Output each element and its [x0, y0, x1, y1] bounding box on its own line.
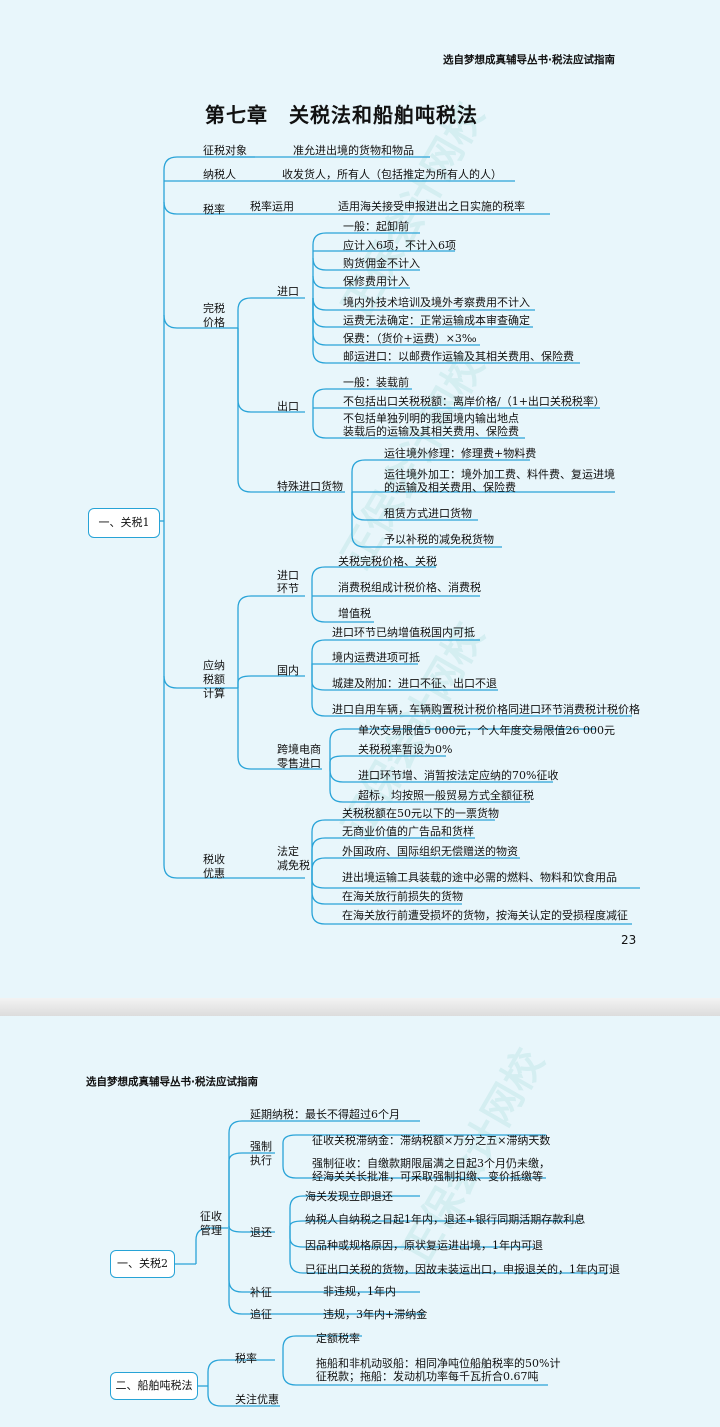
node-domestic: 国内 — [277, 664, 299, 677]
special-import-item: 运往境外加工：境外加工费、料件费、复运进境 — [384, 468, 615, 481]
node-import-stage-l2: 环节 — [277, 582, 299, 595]
import-item: 保费：（货价+运费）×3‰ — [343, 332, 477, 345]
node-tax-object-text: 准允进出境的货物和物品 — [293, 144, 414, 157]
node-tax-object: 征税对象 — [203, 144, 247, 157]
root-node-tariff-2: 一、关税2 — [110, 1250, 175, 1278]
node-cross-border-l1: 跨境电商 — [277, 743, 321, 756]
node-tax-calc-l1: 应纳 — [203, 659, 225, 672]
node-collection-mgmt-l2: 管理 — [200, 1224, 222, 1237]
special-import-item: 运往境外修理：修理费+物料费 — [384, 447, 537, 460]
tonnage-rate-item: 征税款；拖船：发动机功率每千瓦折合0.67吨 — [316, 1370, 539, 1383]
refund-item: 因品种或规格原因，原状复运进出境，1年内可退 — [305, 1239, 543, 1252]
import-item: 应计入6项，不计入6项 — [343, 239, 456, 252]
node-import: 进口 — [277, 285, 299, 298]
page-24: 正保会计网校 选自梦想成真辅导丛书·税法应试指南 一、关税2 征收 管理 延期纳… — [0, 1016, 720, 1427]
import-stage-item: 消费税组成计税价格、消费税 — [338, 581, 481, 594]
mindmap-connectors-2 — [173, 1120, 608, 1407]
import-item: 运费无法确定：正常运输成本审查确定 — [343, 314, 530, 327]
cross-border-item: 关税税率暂设为0% — [358, 743, 453, 756]
node-rate-application-text: 适用海关接受申报进出之日实施的税率 — [338, 200, 525, 213]
export-item: 一般：装载前 — [343, 376, 409, 389]
node-rate-application: 税率运用 — [250, 200, 294, 213]
node-export: 出口 — [277, 400, 299, 413]
node-enforcement-l2: 执行 — [250, 1154, 272, 1167]
import-item: 保修费用计入 — [343, 275, 409, 288]
node-cross-border-l2: 零售进口 — [277, 757, 321, 770]
import-item: 一般：起卸前 — [343, 220, 409, 233]
import-stage-item: 关税完税价格、关税 — [338, 555, 437, 568]
root-node-tariff-1: 一、关税1 — [88, 508, 160, 538]
supplementary-levy-text: 非违规，1年内 — [323, 1285, 396, 1298]
import-stage-item: 增值税 — [338, 607, 371, 620]
refund-item: 纳税人自纳税之日起1年内，退还+银行同期活期存款利息 — [305, 1213, 586, 1226]
cross-border-item: 超标，均按照一般贸易方式全额征税 — [358, 789, 534, 802]
node-incentives-note: 关注优惠 — [235, 1393, 279, 1406]
book-header: 选自梦想成真辅导丛书·税法应试指南 — [86, 1076, 258, 1088]
special-import-item: 的运输及相关费用、保险费 — [384, 481, 516, 494]
node-tax-incentive-l2: 优惠 — [203, 867, 225, 880]
cross-border-item: 单次交易限值5 000元，个人年度交易限值26 000元 — [358, 724, 615, 737]
node-import-stage-l1: 进口 — [277, 569, 299, 582]
mindmap-connectors — [158, 156, 640, 925]
node-enforcement-l1: 强制 — [250, 1140, 272, 1153]
node-tonnage-rate: 税率 — [235, 1352, 257, 1365]
node-collection-mgmt-l1: 征收 — [200, 1210, 222, 1223]
enforcement-item: 征收关税滞纳金：滞纳税额×万分之五×滞纳天数 — [312, 1134, 551, 1147]
domestic-item: 进口环节已纳增值税国内可抵 — [332, 626, 475, 639]
root-node-tonnage-tax: 二、船舶吨税法 — [110, 1372, 198, 1400]
import-item: 邮运进口：以邮费作运输及其相关费用、保险费 — [343, 350, 574, 363]
page-23: 正保会计网校 正保会计网校 正保会计网校 — [0, 0, 720, 998]
import-item: 境内外技术培训及境外考察费用不计入 — [343, 296, 530, 309]
node-taxpayer: 纳税人 — [203, 168, 236, 181]
book-header: 选自梦想成真辅导丛书·税法应试指南 — [443, 54, 615, 66]
tonnage-rate-item: 定额税率 — [316, 1332, 360, 1345]
exemption-item: 在海关放行前损失的货物 — [342, 890, 463, 903]
node-dutiable-value-l2: 价格 — [203, 316, 225, 329]
enforcement-item: 经海关关长批准，可采取强制扣缴、变价抵缴等 — [312, 1170, 543, 1183]
recovery-levy-text: 违规，3年内+滞纳金 — [323, 1308, 428, 1321]
domestic-item: 城建及附加：进口不征、出口不退 — [332, 677, 497, 690]
tonnage-rate-item: 拖船和非机动驳船：相同净吨位船舶税率的50%计 — [316, 1357, 561, 1370]
exemption-item: 在海关放行前遭受损坏的货物，按海关认定的受损程度减征 — [342, 909, 628, 922]
node-dutiable-value-l1: 完税 — [203, 302, 225, 315]
node-recovery-levy: 追征 — [250, 1308, 272, 1321]
node-tax-calc-l2: 税额 — [203, 673, 225, 686]
domestic-item: 境内运费进项可抵 — [332, 651, 420, 664]
import-item: 购货佣金不计入 — [343, 257, 420, 270]
special-import-item: 租赁方式进口货物 — [384, 507, 472, 520]
enforcement-item: 强制征收：自缴款期限届满之日起3个月仍未缴， — [312, 1157, 550, 1170]
node-special-import: 特殊进口货物 — [277, 480, 343, 493]
export-item: 装载后的运输及其相关费用、保险费 — [343, 425, 519, 438]
node-refund: 退还 — [250, 1226, 272, 1239]
refund-item: 海关发现立即退还 — [305, 1190, 393, 1203]
node-tax-incentive-l1: 税收 — [203, 853, 225, 866]
page-divider — [0, 998, 720, 1016]
domestic-item: 进口自用车辆，车辆购置税计税价格同进口环节消费税计税价格 — [332, 703, 640, 716]
cross-border-item: 进口环节增、消暂按法定应纳的70%征收 — [358, 769, 559, 782]
exemption-item: 进出境运输工具装载的途中必需的燃料、物料和饮食用品 — [342, 871, 617, 884]
page-number: 23 — [621, 933, 637, 947]
chapter-title: 第七章 关税法和船舶吨税法 — [205, 103, 478, 127]
node-tax-calc-l3: 计算 — [203, 687, 225, 700]
export-item: 不包括单独列明的我国境内输出地点 — [343, 412, 519, 425]
node-supplementary-levy: 补征 — [250, 1286, 272, 1299]
node-statutory-exemption-l2: 减免税 — [277, 859, 310, 872]
node-statutory-exemption-l1: 法定 — [277, 845, 299, 858]
node-taxpayer-text: 收发货人，所有人（包括推定为所有人的人） — [282, 168, 502, 181]
refund-item: 已征出口关税的货物，因故未装运出口，申报退关的，1年内可退 — [305, 1263, 620, 1276]
exemption-item: 关税税额在50元以下的一票货物 — [342, 807, 499, 820]
exemption-item: 无商业价值的广告品和货样 — [342, 825, 474, 838]
export-item: 不包括出口关税税额：离岸价格/（1+出口关税税率） — [343, 395, 605, 408]
special-import-item: 予以补税的减免税货物 — [384, 533, 494, 546]
exemption-item: 外国政府、国际组织无偿赠送的物资 — [342, 845, 518, 858]
node-tax-rate: 税率 — [203, 203, 225, 216]
node-deferred-payment: 延期纳税：最长不得超过6个月 — [250, 1108, 400, 1121]
